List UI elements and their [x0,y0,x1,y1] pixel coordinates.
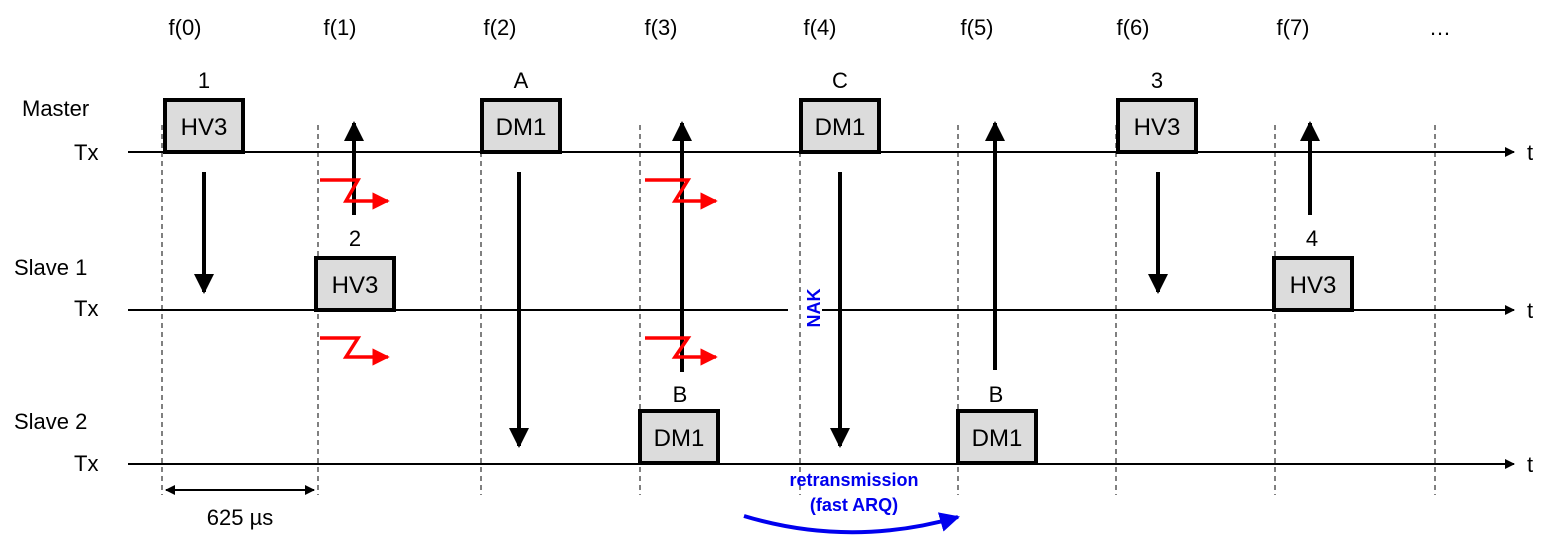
packet-box [1272,256,1354,312]
slot-duration-label: 625 µs [207,505,274,530]
packet-type: DM1 [654,425,705,452]
packet-box [480,98,562,154]
packet-box [799,98,881,154]
packet-master-A: A DM1 [480,68,562,154]
time-axis-label: t [1527,452,1533,477]
packet-label: C [832,68,848,93]
nak-label: NAK [804,289,824,328]
slot-label: f(2) [484,15,517,40]
retransmission-curve-arrow [743,512,960,535]
slot-label: f(5) [961,15,994,40]
packet-type: DM1 [815,114,866,141]
packet-box [314,256,396,312]
packet-master-3: 3 HV3 [1116,68,1198,154]
retransmission-label: retransmission [789,470,918,490]
packet-label: B [673,382,688,407]
slot-label: f(0) [169,15,202,40]
row-name-master: Master [22,96,89,121]
packet-slave1-4: 4 HV3 [1272,226,1354,312]
packet-type: HV3 [1134,114,1181,141]
packet-type: HV3 [332,272,379,299]
packet-type: DM1 [496,114,547,141]
packet-master-C: C DM1 [799,68,881,154]
slot-label: f(1) [324,15,357,40]
slot-label: f(6) [1117,15,1150,40]
slot-label: f(4) [804,15,837,40]
packet-label: 4 [1306,226,1318,251]
row-labels: Master Tx Slave 1 Tx Slave 2 Tx [14,96,98,476]
row-tx-slave1: Tx [74,296,98,321]
interference-icon [320,336,390,366]
packet-master-1: 1 HV3 [163,68,245,154]
time-axis-label: t [1527,298,1533,323]
row-name-slave2: Slave 2 [14,409,87,434]
slot-label-ellipsis: … [1429,15,1451,40]
interference-icon [320,178,390,210]
fast-arq-label: (fast ARQ) [810,495,898,515]
slot-labels: f(0) f(1) f(2) f(3) f(4) f(5) f(6) f(7) … [169,15,1452,40]
packet-label: A [514,68,529,93]
packet-box [163,98,245,154]
packet-box [956,409,1038,465]
packet-label: 2 [349,226,361,251]
interference-marks [320,178,718,366]
row-tx-slave2: Tx [74,451,98,476]
packet-label: 1 [198,68,210,93]
row-name-slave1: Slave 1 [14,255,87,280]
slot-label: f(3) [645,15,678,40]
packet-label: 3 [1151,68,1163,93]
packet-type: HV3 [181,114,228,141]
packet-type: DM1 [972,425,1023,452]
packet-box [1116,98,1198,154]
packet-type: HV3 [1290,272,1337,299]
row-tx-master: Tx [74,140,98,165]
packet-slave2-B-retransmit: B DM1 [956,382,1038,465]
packet-label: B [989,382,1004,407]
packet-box [638,409,720,465]
interference-icon [645,336,718,366]
packet-slave2-B: B DM1 [638,382,720,465]
slot-label: f(7) [1277,15,1310,40]
interference-icon [645,178,718,210]
time-axis-label: t [1527,140,1533,165]
packet-slave1-2: 2 HV3 [314,226,396,312]
